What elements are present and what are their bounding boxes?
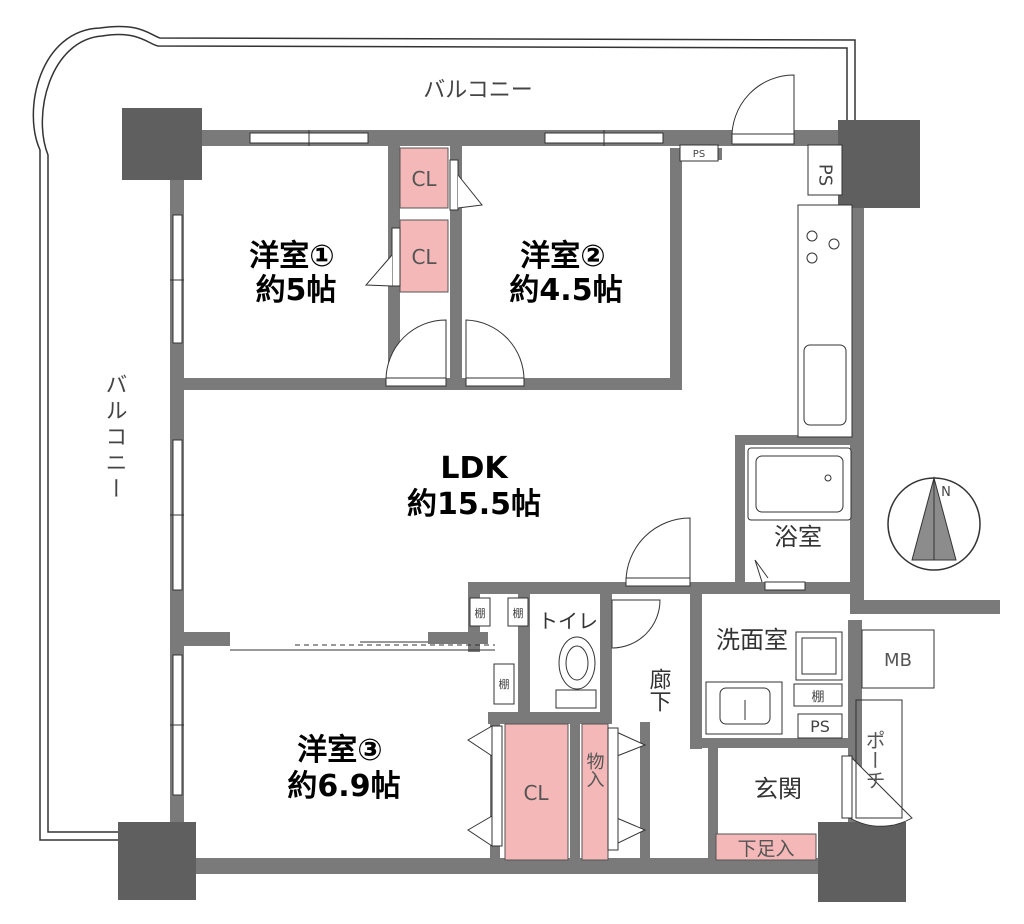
ps-label-top: PS [693,149,705,160]
entrance-label: 玄関 [754,775,802,803]
ldk-name: LDK [440,451,509,486]
shelf-label-wash: 棚 [811,690,824,705]
bathtub [747,447,852,521]
closet-doors [364,159,647,851]
toilet-label: トイレ [538,609,598,633]
closet-label-1: CL [411,167,437,191]
storage-label: 物入 [584,752,605,788]
room3-size: 約6.9帖 [287,769,400,804]
wash-fixtures [705,631,843,735]
shoe-storage-label: 下足入 [737,838,794,860]
utility-boxes [679,144,935,819]
windows-left [170,214,184,796]
swing-doors [385,74,913,827]
kitchen-counter [797,204,853,438]
bath-door [754,559,806,591]
balcony-top-label: バルコニー [423,78,533,103]
compass-north-label: N [941,485,951,500]
corridor-label: 廊下 [646,668,672,712]
shelf-label-3: 棚 [499,677,510,691]
compass [887,476,981,571]
room1-name: 洋室① [249,239,334,274]
porch-label: ポーチ [862,730,886,790]
shelf-label-1: 棚 [475,606,486,620]
windows-top [249,130,664,146]
shelf-label-2: 棚 [513,606,524,620]
sliding-partition [230,641,495,651]
balcony-left-label: バルコニー [102,373,127,503]
balcony-outline [32,25,856,841]
ps-label-wash: PS [810,717,830,736]
room2-size: 約4.5帖 [509,273,622,308]
toilet-fixture [555,636,597,709]
toilet-shelves [469,597,529,705]
room2-name: 洋室② [520,239,605,274]
room1-size: 約5帖 [256,273,337,308]
closets [399,147,817,861]
closet-label-2: CL [411,245,437,269]
room3-name: 洋室③ [297,733,382,768]
pillars [118,108,920,902]
washroom-label: 洗面室 [716,626,788,654]
mb-label: MB [884,650,912,671]
ps-label-kitchen: PS [815,164,836,186]
bath-label: 浴室 [774,523,822,551]
ldk-size: 約15.5帖 [407,487,541,522]
closet-label-3: CL [523,781,549,805]
